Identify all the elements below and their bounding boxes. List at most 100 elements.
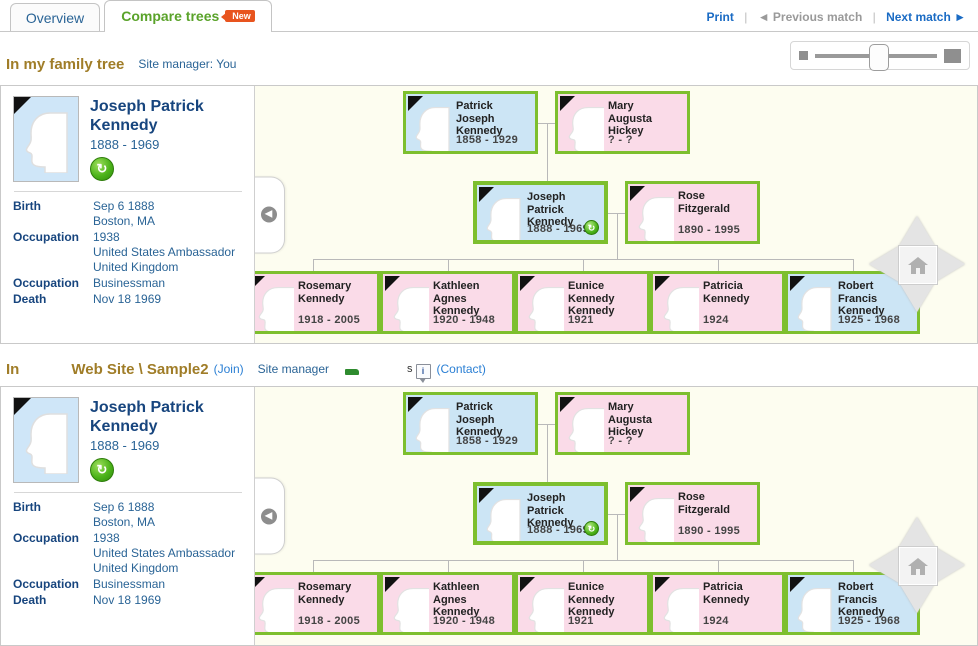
node-sync-icon[interactable]: ↻: [584, 521, 599, 536]
next-match-link[interactable]: Next match ►: [886, 10, 966, 24]
node-lifespan: 1858 - 1929: [456, 435, 519, 447]
tree-connector-line: [717, 259, 719, 271]
fact-value: Businessman: [93, 276, 166, 290]
pan-right-icon[interactable]: [935, 547, 965, 583]
fact-line: 1938: [93, 230, 120, 244]
tree-zoom-slider[interactable]: [790, 41, 970, 71]
recenter-home-button[interactable]: [899, 246, 937, 284]
site-name: Web Site \ Sample2: [71, 360, 209, 378]
tree-navigation-pad[interactable]: [869, 216, 965, 312]
previous-match-link[interactable]: ◄ Previous match: [757, 10, 863, 24]
pan-up-icon[interactable]: [899, 216, 935, 246]
pan-left-icon[interactable]: [869, 246, 899, 282]
node-lifespan: 1921: [568, 615, 594, 627]
manager-initial: s: [407, 363, 413, 375]
manager-flag-icon: [345, 369, 360, 375]
silhouette-female-icon: [393, 587, 429, 632]
node-corner-ribbon: [630, 186, 645, 201]
fact-row: Birth Sep 6 1888 Boston, MA: [13, 500, 244, 530]
chevron-left-icon[interactable]: ◀: [261, 206, 277, 223]
node-corner-ribbon: [520, 276, 535, 291]
zoom-in-icon[interactable]: [944, 48, 961, 63]
tree-connector-line: [582, 560, 584, 572]
node-portrait: [790, 577, 834, 632]
pan-up-icon[interactable]: [899, 517, 935, 547]
fact-line: United States Ambassador: [93, 245, 236, 259]
node-name-line: Kennedy: [433, 606, 480, 618]
pan-right-icon[interactable]: [935, 246, 965, 282]
node-name-line: Joseph: [456, 413, 495, 426]
tree-connector-line: [852, 560, 854, 572]
fact-key: Occupation: [13, 276, 80, 290]
sync-status-icon[interactable]: ↻: [90, 157, 114, 181]
person-detail-panel-my-tree: Joseph Patrick Kennedy 1888 - 1969 ↻ Bir…: [1, 86, 255, 343]
fact-key: Occupation: [13, 577, 80, 591]
tab-compare-trees[interactable]: Compare trees New: [104, 0, 272, 31]
node-lifespan: 1858 - 1929: [456, 134, 519, 146]
node-name-line: Kennedy: [838, 606, 885, 618]
node-name-line: Agnes: [433, 292, 467, 305]
node-portrait: [655, 577, 699, 632]
collapse-panel-handle[interactable]: ◀: [255, 477, 285, 555]
fact-key: Birth: [13, 500, 41, 514]
silhouette-male-icon: [797, 587, 832, 632]
tree-section-my-tree: Joseph Patrick Kennedy 1888 - 1969 ↻ Bir…: [0, 85, 978, 344]
recenter-home-button[interactable]: [899, 547, 937, 585]
silhouette-female-icon: [393, 286, 429, 331]
contact-link[interactable]: (Contact): [436, 362, 486, 376]
pan-left-icon[interactable]: [869, 547, 899, 583]
zoom-out-icon[interactable]: [799, 51, 808, 60]
fact-value: Businessman: [93, 577, 166, 591]
info-icon[interactable]: i: [415, 363, 431, 383]
node-portrait: [655, 276, 699, 331]
person-portrait: [13, 96, 79, 182]
node-name-line: Patricia: [703, 581, 743, 593]
silhouette-male-icon: [25, 112, 68, 173]
node-name-line: Hickey: [608, 125, 644, 137]
node-lifespan: 1890 - 1995: [678, 224, 741, 236]
node-name-line: Patricia: [703, 280, 743, 292]
tree-connector-line: [582, 259, 584, 271]
fact-line: 1938: [93, 531, 120, 545]
pan-down-icon[interactable]: [899, 583, 935, 613]
chevron-left-icon[interactable]: ◀: [261, 508, 277, 524]
tab-overview[interactable]: Overview: [10, 3, 100, 31]
tree-navigation-pad[interactable]: [869, 517, 965, 613]
silhouette-female-icon: [528, 286, 564, 331]
node-sync-icon[interactable]: ↻: [584, 220, 599, 235]
pan-down-icon[interactable]: [899, 282, 935, 312]
node-name-line: Patrick: [527, 504, 564, 517]
print-link[interactable]: Print: [706, 10, 734, 24]
fact-row: Occupation 1938 United States Ambassador…: [13, 531, 244, 576]
fact-row: Occupation 1938 United States Ambassador…: [13, 230, 244, 275]
node-name-line: Kennedy: [703, 292, 750, 305]
zoom-slider-track[interactable]: [815, 43, 937, 71]
collapse-panel-handle[interactable]: ◀: [255, 176, 285, 253]
join-link[interactable]: (Join): [213, 362, 244, 376]
zoom-slider-thumb[interactable]: [868, 43, 889, 71]
sync-status-icon[interactable]: ↻: [90, 458, 114, 482]
